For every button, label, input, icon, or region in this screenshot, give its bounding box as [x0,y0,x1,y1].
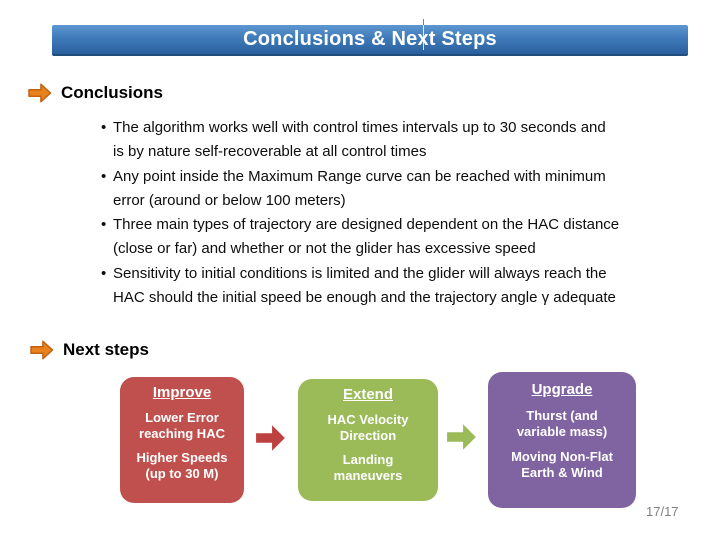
flow-arrow-right-icon [256,425,285,451]
box-item: Lower Error reaching HAC [139,410,225,441]
arrow-right-icon [30,340,54,360]
page-number: 17/17 [646,504,679,519]
flow-arrow-right-icon [447,424,476,450]
bullet-item: • Three main types of trajectory are des… [101,213,706,262]
bullet-line: Sensitivity to initial conditions is lim… [113,264,607,282]
arrow-right-icon [28,83,52,103]
bullet-line: Three main types of trajectory are desig… [113,216,620,234]
box-title: Extend [342,386,393,403]
box-item: Thurst (and variable mass) [516,408,608,439]
bullet-marker: • [101,167,107,185]
bullet-line: error (around or below 100 meters) [113,191,346,209]
slide-title: Conclusions & Next Steps [243,28,497,50]
conclusions-heading-label: Conclusions [61,83,164,102]
bullet-line: HAC should the initial speed be enough a… [113,289,616,307]
next-steps-box-improve: Improve Lower Error reaching HAC Higher … [120,377,244,503]
conclusions-bullet-list: • The algorithm works well with control … [101,116,706,310]
next-steps-heading-label: Next steps [63,340,149,359]
box-item: Landing maneuvers [333,452,403,483]
bullet-item: • Any point inside the Maximum Range cur… [101,165,706,214]
box-title: Improve [152,384,212,401]
bullet-line: The algorithm works well with control ti… [113,119,606,136]
text-cursor-line [423,19,424,50]
bullet-marker: • [101,264,107,282]
box-item: Higher Speeds (up to 30 M) [136,450,228,481]
next-steps-box-upgrade: Upgrade Thurst (and variable mass) Movin… [488,372,636,508]
bullet-marker: • [101,119,107,136]
box-item: HAC Velocity Direction [327,412,409,443]
bullet-line: (close or far) and whether or not the gl… [113,240,536,258]
bullet-line: Any point inside the Maximum Range curve… [113,167,606,185]
bullet-line: is by nature self-recoverable at all con… [113,143,427,161]
box-item: Moving Non-Flat Earth & Wind [511,449,613,480]
section-heading-next-steps: Next steps [30,339,149,361]
bullet-marker: • [101,216,107,234]
section-heading-conclusions: Conclusions [28,82,163,104]
slide-title-bar: Conclusions & Next Steps [52,25,688,56]
next-steps-box-extend: Extend HAC Velocity Direction Landing ma… [298,379,438,501]
bullet-item: • Sensitivity to initial conditions is l… [101,262,706,311]
box-title: Upgrade [531,381,593,398]
bullet-item: • The algorithm works well with control … [101,116,706,165]
